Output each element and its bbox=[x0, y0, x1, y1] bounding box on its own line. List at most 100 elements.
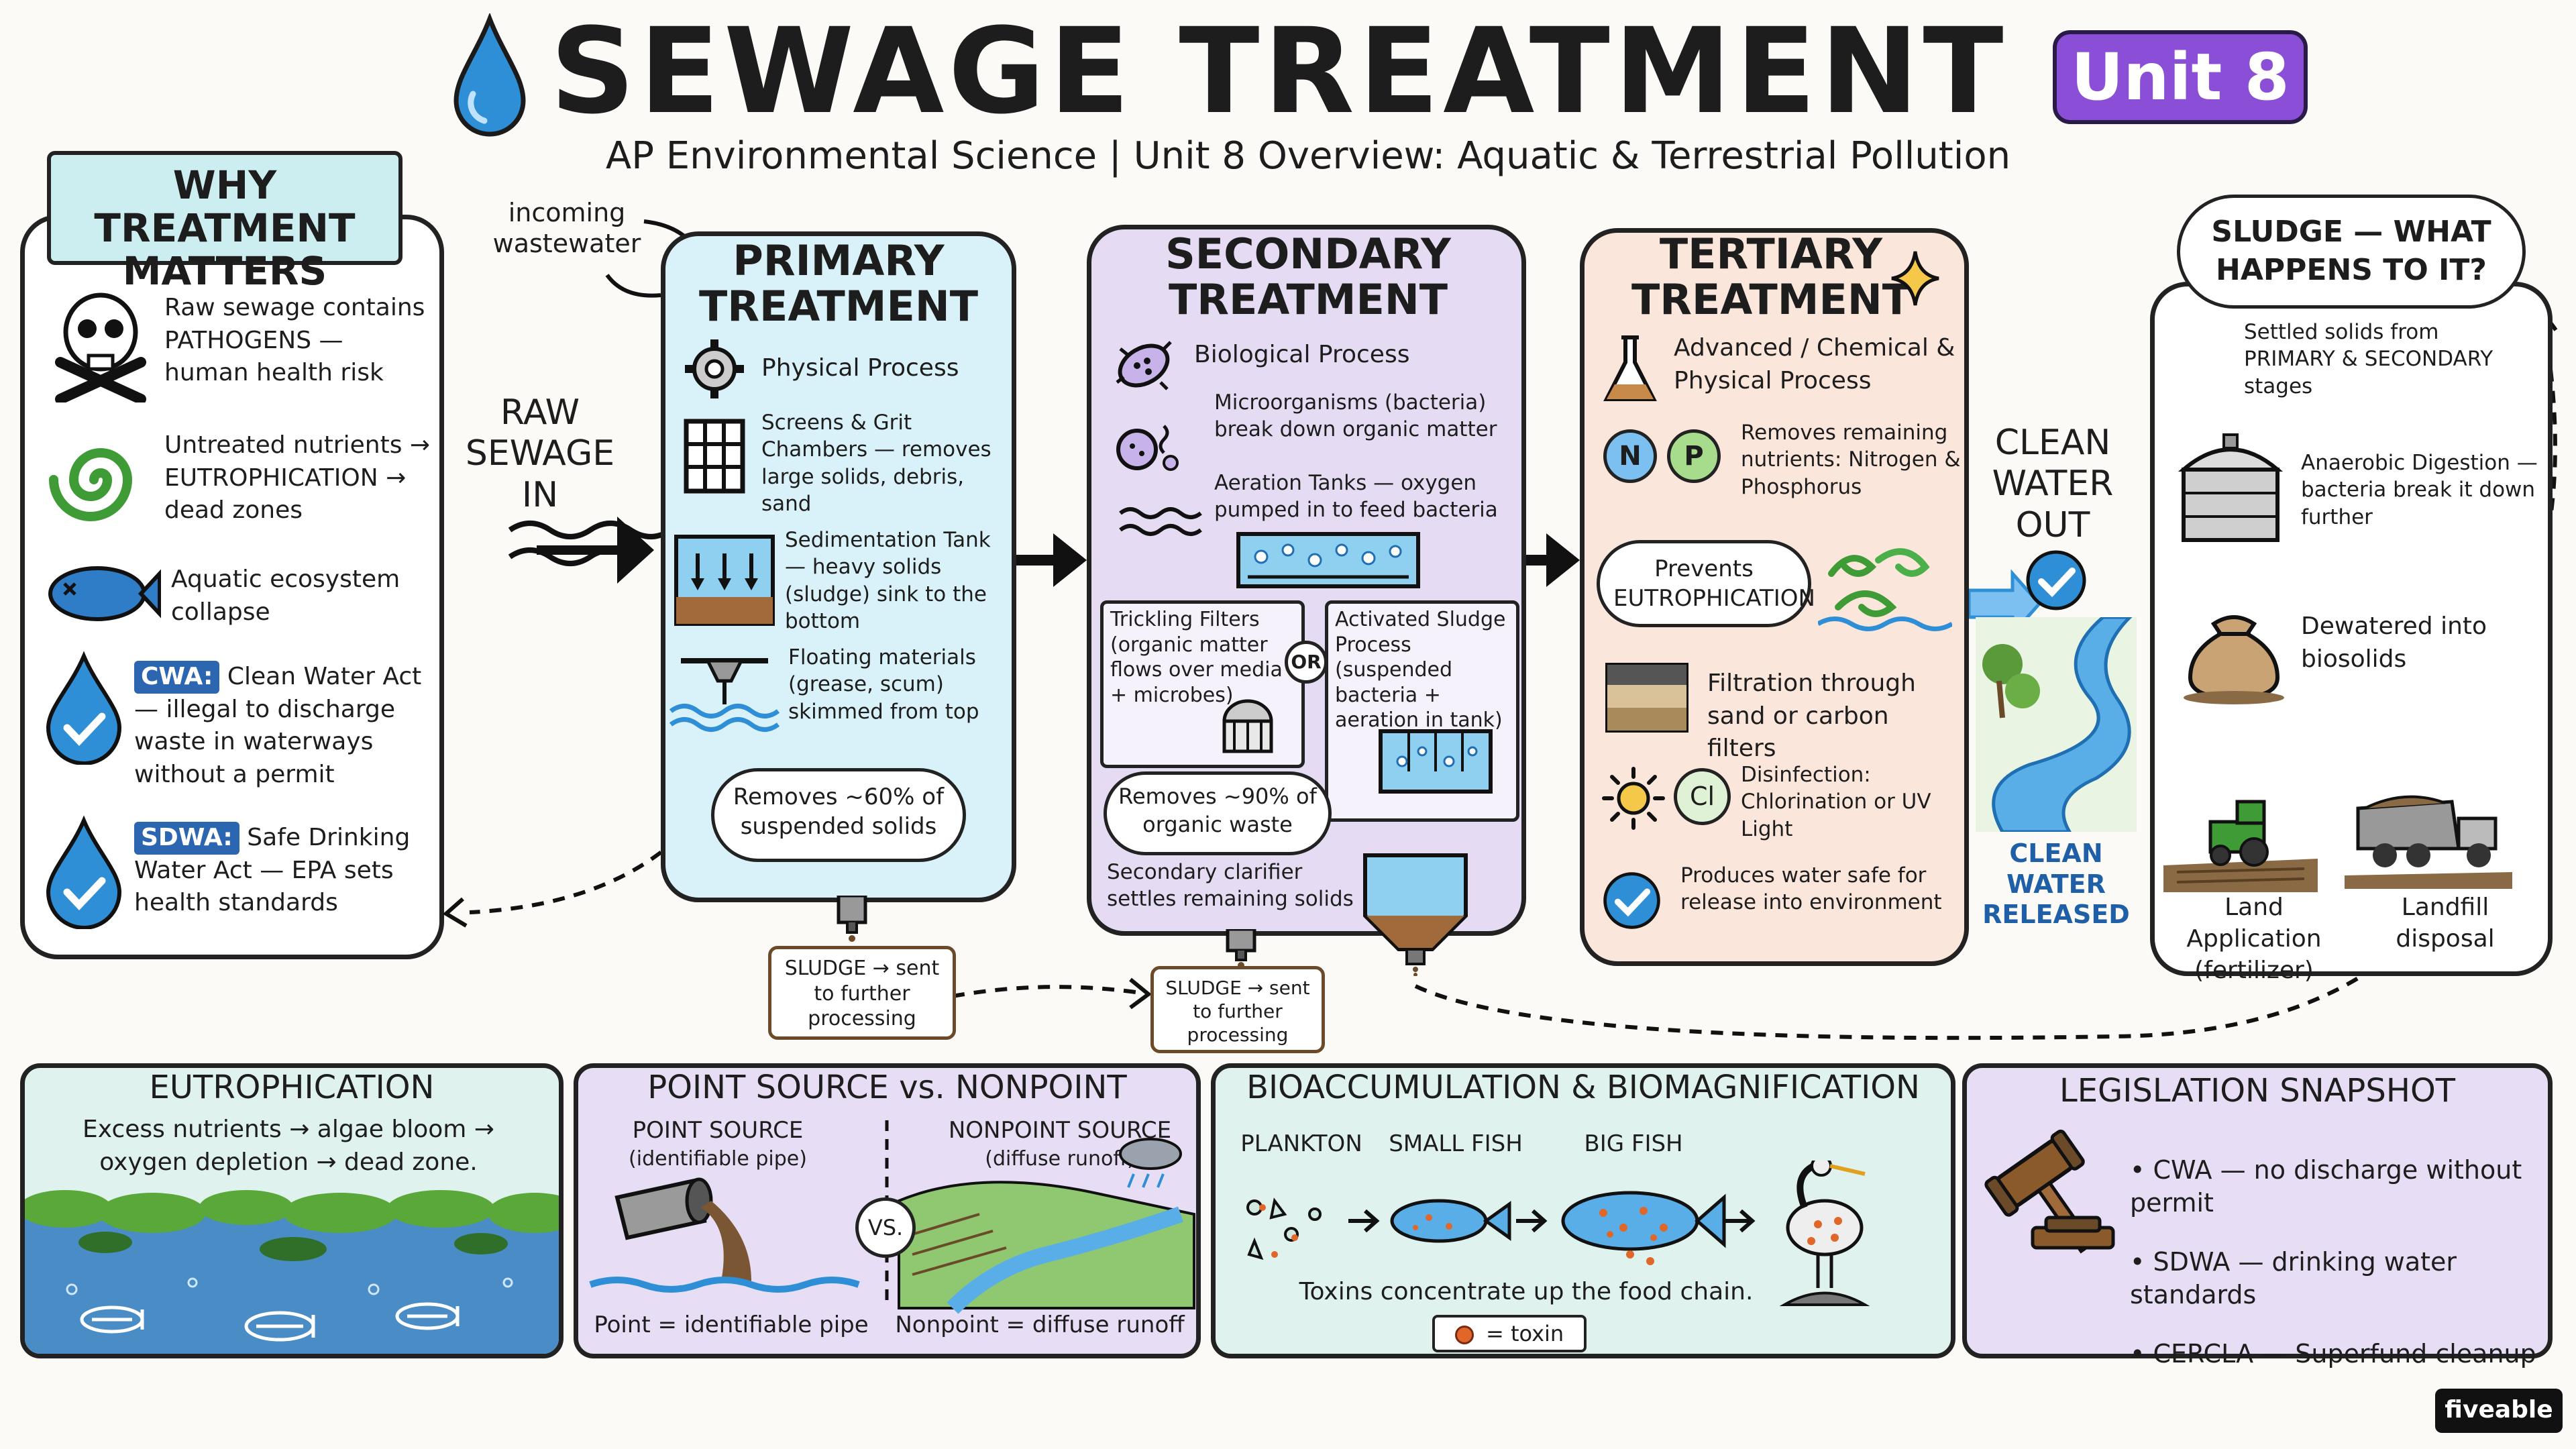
point-nonpoint-illustration bbox=[589, 1120, 1195, 1314]
check-circle-icon bbox=[1603, 872, 1660, 929]
legislation-list: • CWA — no discharge without permit • SD… bbox=[2130, 1154, 2546, 1371]
tertiary-disinfection: Disinfection: Chlorination or UV Light bbox=[1741, 763, 1931, 841]
dump-truck-icon bbox=[2345, 795, 2512, 889]
tertiary-safe: Produces water safe for release into env… bbox=[1680, 863, 1942, 915]
check-circle-icon bbox=[2026, 550, 2086, 610]
microbe-icon bbox=[1116, 341, 1172, 390]
primary-sedimentation: Sedimentation Tank — heavy solids (sludg… bbox=[785, 528, 991, 633]
nitrogen-badge: N bbox=[1603, 429, 1657, 483]
screen-grate-icon bbox=[684, 419, 745, 494]
bioaccumulation-text: Toxins concentrate up the food chain. bbox=[1299, 1278, 1754, 1305]
food-chain-illustration bbox=[1246, 1161, 1870, 1306]
primary-process: Physical Process bbox=[761, 354, 959, 382]
aeration-waves-icon bbox=[1119, 507, 1202, 536]
secondary-drain-icon bbox=[1226, 929, 1256, 969]
why-item-collapse: Aquatic ecosystem collapse bbox=[171, 566, 400, 626]
skimmer-icon bbox=[669, 658, 780, 732]
tertiary-nutrients: Removes remaining nutrients: Nitrogen & … bbox=[1741, 421, 1961, 499]
legislation-item-cercla: • CERCLA — Superfund cleanup bbox=[2130, 1338, 2536, 1368]
activated-sludge-tank-icon bbox=[1379, 729, 1493, 794]
legislation-title: LEGISLATION SNAPSHOT bbox=[2059, 1072, 2456, 1110]
secondary-trickling: Trickling Filters (organic matter flows … bbox=[1110, 608, 1283, 707]
secondary-sludge-box: SLUDGE → sent to further processing bbox=[1150, 966, 1325, 1053]
sludge-title-cloud: SLUDGE — WHAT HAPPENS TO IT? bbox=[2177, 195, 2526, 309]
cwa-text: Clean Water Act — illegal to discharge w… bbox=[134, 663, 422, 788]
secondary-title: SECONDARY TREATMENT bbox=[1165, 229, 1451, 325]
primary-drain-icon bbox=[837, 896, 867, 942]
water-drop-check-icon bbox=[46, 651, 122, 765]
secondary-clarifier: Secondary clarifier settles remaining so… bbox=[1107, 860, 1354, 912]
sludge-settled: Settled solids from PRIMARY & SECONDARY … bbox=[2244, 320, 2493, 398]
toxin-legend: = toxin bbox=[1432, 1315, 1587, 1352]
nonpoint-source-heading: NONPOINT SOURCE bbox=[948, 1117, 1172, 1144]
toxin-dot-icon bbox=[1454, 1326, 1474, 1344]
skull-crossbones-icon bbox=[55, 292, 146, 402]
tractor-field-icon bbox=[2163, 800, 2318, 892]
secondary-process: Biological Process bbox=[1194, 341, 1410, 368]
legislation-item-cwa-text: CWA — no discharge without permit bbox=[2130, 1155, 2522, 1218]
chlorine-badge: Cl bbox=[1674, 768, 1731, 825]
raw-sewage-in-label: RAW SEWAGE IN bbox=[465, 392, 615, 515]
legislation-item-cercla-text: CERCLA — Superfund cleanup bbox=[2153, 1338, 2536, 1368]
secondary-activated: Activated Sludge Process (suspended bact… bbox=[1335, 608, 1506, 732]
aeration-tank-icon bbox=[1236, 532, 1420, 588]
eutrophication-title: EUTROPHICATION bbox=[149, 1069, 435, 1106]
page-subtitle: AP Environmental Science | Unit 8 Overvi… bbox=[605, 134, 2011, 178]
secondary-removes-cloud: Removes ~90% of organic waste bbox=[1104, 771, 1332, 855]
legislation-item-cwa: • CWA — no discharge without permit bbox=[2130, 1155, 2522, 1218]
cwa-tag: CWA: bbox=[134, 661, 220, 694]
legislation-item-sdwa-text: SDWA — drinking water standards bbox=[2130, 1246, 2457, 1310]
algae-waves-icon bbox=[1818, 548, 1952, 631]
water-drop-check-icon bbox=[46, 815, 122, 929]
tertiary-process: Advanced / Chemical & Physical Process bbox=[1674, 334, 1955, 394]
tertiary-filtration: Filtration through sand or carbon filter… bbox=[1707, 669, 1916, 763]
vs-badge: VS. bbox=[855, 1197, 916, 1258]
point-footer-left: Point = identifiable pipe bbox=[594, 1311, 869, 1338]
plankton-label: PLANKTON bbox=[1240, 1130, 1362, 1157]
eutrophication-card bbox=[20, 1063, 564, 1358]
digester-tank-icon bbox=[2178, 433, 2284, 542]
incoming-wastewater-label: incoming wastewater bbox=[492, 198, 641, 258]
sludge-title: SLUDGE — WHAT HAPPENS TO IT? bbox=[2211, 215, 2491, 288]
primary-screens: Screens & Grit Chambers — removes large … bbox=[761, 411, 991, 516]
primary-title: PRIMARY TREATMENT bbox=[698, 236, 979, 331]
sdwa-text: Safe Drinking Water Act — EPA sets healt… bbox=[134, 824, 411, 917]
why-treatment-title: WHY TREATMENT MATTERS bbox=[47, 151, 402, 292]
sparkle-icon bbox=[1891, 251, 1939, 306]
tertiary-prevents-cloud: Prevents EUTROPHICATION bbox=[1597, 540, 1815, 627]
sludge-landfill: Landfill disposal bbox=[2396, 894, 2495, 953]
point-source-sub: (identifiable pipe) bbox=[629, 1147, 807, 1171]
sand-filter-icon bbox=[1605, 663, 1688, 733]
gavel-icon bbox=[1984, 1129, 2115, 1254]
why-item-cwa: CWA: Clean Water Act — illegal to discha… bbox=[134, 661, 429, 791]
or-badge: OR bbox=[1285, 641, 1328, 684]
bacteria-icon bbox=[1116, 425, 1179, 471]
why-item-pathogens: Raw sewage contains PATHOGENS — human he… bbox=[164, 294, 425, 387]
big-fish-label: BIG FISH bbox=[1584, 1130, 1683, 1157]
sludge-anaerobic: Anaerobic Digestion — bacteria break it … bbox=[2301, 451, 2538, 529]
clean-water-released-label: CLEAN WATER RELEASED bbox=[1982, 839, 2130, 930]
unit-badge: Unit 8 bbox=[2053, 30, 2308, 124]
point-source-heading: POINT SOURCE bbox=[632, 1117, 804, 1144]
why-item-sdwa: SDWA: Safe Drinking Water Act — EPA sets… bbox=[134, 822, 429, 920]
sun-uv-icon bbox=[1602, 767, 1665, 830]
dead-zone-illustration bbox=[25, 1190, 559, 1354]
primary-floating: Floating materials (grease, scum) skimme… bbox=[788, 645, 979, 724]
clarifier-icon bbox=[1363, 853, 1468, 976]
water-drop-icon bbox=[453, 13, 526, 137]
toxin-legend-label: = toxin bbox=[1485, 1321, 1564, 1346]
secondary-microbes: Microorganisms (bacteria) break down org… bbox=[1214, 390, 1497, 442]
page-title: SEWAGE TREATMENT bbox=[550, 3, 2008, 140]
point-source-title: POINT SOURCE vs. NONPOINT bbox=[647, 1069, 1127, 1106]
sedimentation-tank-icon bbox=[674, 535, 775, 626]
fiveable-logo: fiveable bbox=[2435, 1389, 2563, 1433]
flask-icon bbox=[1603, 335, 1657, 401]
river-landscape-icon bbox=[1976, 617, 2137, 832]
legislation-item-sdwa: • SDWA — drinking water standards bbox=[2130, 1246, 2457, 1310]
phosphorus-badge: P bbox=[1667, 429, 1721, 483]
bioaccumulation-title: BIOACCUMULATION & BIOMAGNIFICATION bbox=[1246, 1069, 1920, 1106]
trickling-filter-icon bbox=[1222, 699, 1273, 753]
point-footer-right: Nonpoint = diffuse runoff bbox=[895, 1311, 1185, 1338]
sludge-land-application: Land Application (fertilizer) bbox=[2186, 894, 2322, 984]
secondary-aeration: Aeration Tanks — oxygen pumped in to fee… bbox=[1214, 471, 1498, 523]
